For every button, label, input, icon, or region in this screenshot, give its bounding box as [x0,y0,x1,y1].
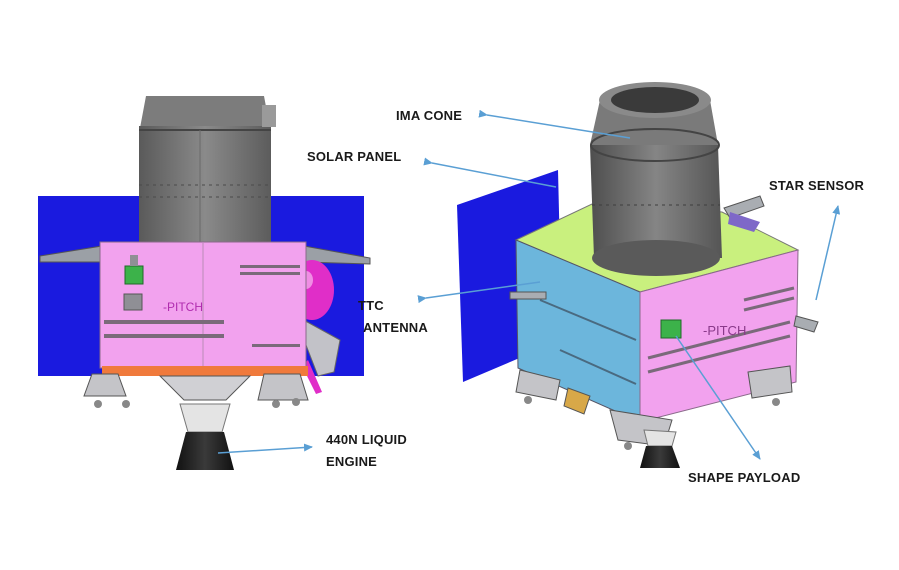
arrow-solar-panel [423,157,557,188]
left-spacecraft-view: -PITCH [38,96,371,470]
ttc-antenna [509,291,547,300]
star-sensor [723,195,819,333]
label-engine-line2: ENGINE [326,454,378,469]
arrow-ima-cone [478,109,631,139]
ima-cone-left [139,96,276,246]
label-engine-line1: 440N LIQUID [326,432,407,447]
pitch-marking-right: -PITCH [703,323,746,338]
shape-payload-left [124,265,144,285]
arrow-ttc-antenna [417,281,541,304]
right-spacecraft-view: -PITCH [457,82,819,468]
label-ima-cone: IMA CONE [396,108,463,123]
liquid-engine-left [176,403,234,470]
shape-payload-right [660,319,682,339]
ima-cone-right [590,82,722,276]
arrow-engine [217,443,313,454]
liquid-engine-right [640,429,680,468]
arrow-star-sensor [815,205,841,301]
label-solar-panel: SOLAR PANEL [307,149,402,164]
label-shape-payload: SHAPE PAYLOAD [688,470,801,485]
callout-arrows [217,109,841,460]
label-ttc: TTC [358,298,384,313]
arrow-shape-payload [675,335,761,460]
label-antenna: ANTENNA [363,320,428,335]
bottom-plate-left [102,366,308,376]
pitch-marking-left: -PITCH [163,300,203,314]
label-star-sensor: STAR SENSOR [769,178,865,193]
